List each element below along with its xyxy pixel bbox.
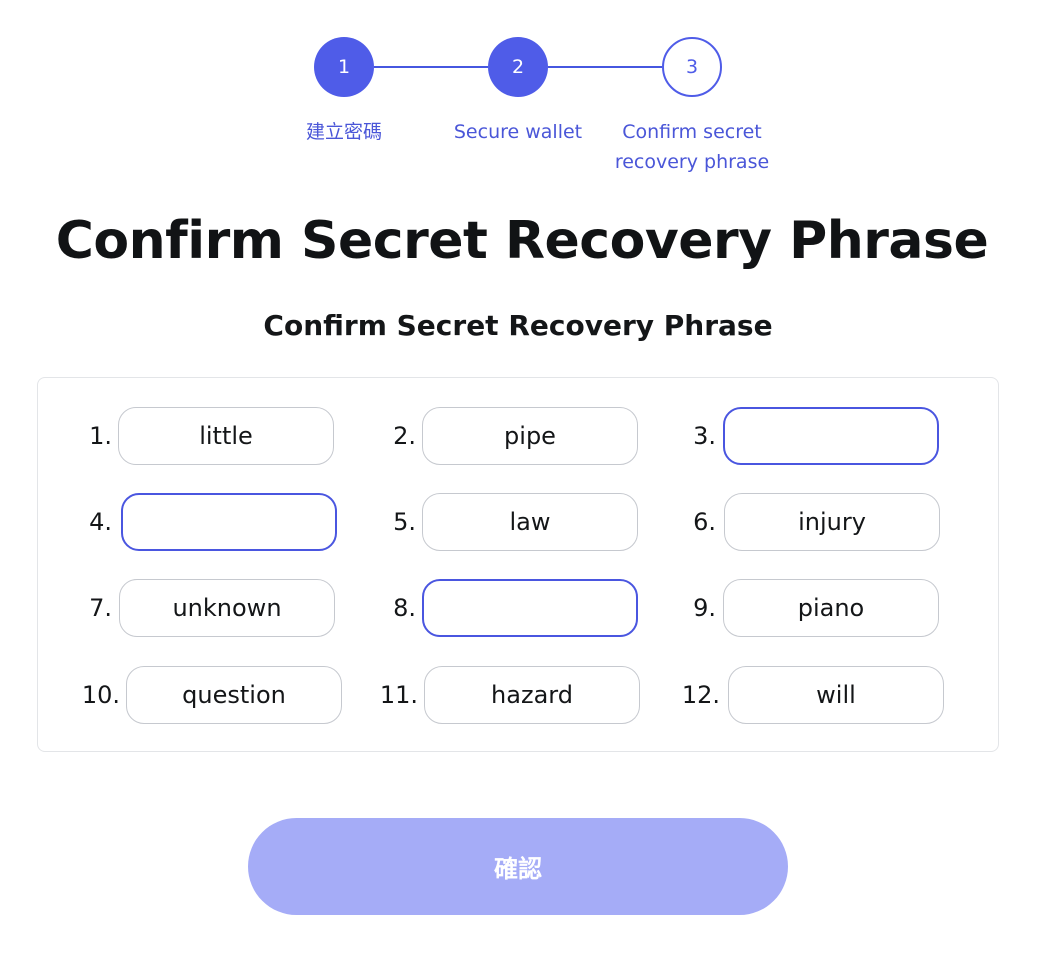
confirm-button[interactable]: 確認 (248, 818, 788, 915)
phrase-word-12: 12. will (658, 666, 978, 724)
phrase-word-5: 5. law (358, 493, 678, 551)
word-10-field: question (126, 666, 342, 724)
word-6-field: injury (724, 493, 940, 551)
phrase-word-2: 2. pipe (358, 407, 678, 465)
step-1-indicator: 1 (314, 37, 374, 97)
word-9-field: piano (723, 579, 939, 637)
step-3-indicator: 3 (662, 37, 722, 97)
recovery-phrase-grid: 1. little 2. pipe 3. 4. 5. law 6. injury… (37, 377, 999, 752)
word-1-field: little (118, 407, 334, 465)
stepper-connector-2-3 (548, 66, 662, 68)
phrase-word-10: 10. question (38, 666, 358, 724)
word-5-field: law (422, 493, 638, 551)
phrase-word-1: 1. little (38, 407, 358, 465)
word-10-index: 10. (81, 681, 120, 709)
word-12-field: will (728, 666, 944, 724)
word-4-index: 4. (89, 508, 112, 536)
word-3-input[interactable] (723, 407, 939, 465)
word-8-input[interactable] (422, 579, 638, 637)
step-1-label: 建立密碼 (305, 121, 382, 143)
phrase-word-6: 6. injury (658, 493, 978, 551)
phrase-word-3: 3. (658, 407, 978, 465)
progress-stepper: 1 2 3 建立密碼 Secure wallet Confirm secret … (0, 0, 1044, 190)
step-2-label: Secure wallet (453, 121, 583, 143)
phrase-word-9: 9. piano (658, 579, 978, 637)
phrase-word-8: 8. (358, 579, 678, 637)
step-1-number: 1 (337, 56, 351, 78)
word-7-index: 7. (89, 594, 112, 622)
phrase-word-11: 11. hazard (358, 666, 678, 724)
word-8-index: 8. (393, 594, 416, 622)
step-2-number: 2 (511, 56, 525, 78)
step-3-label: Confirm secret recovery phrase (614, 121, 770, 173)
word-2-index: 2. (393, 422, 416, 450)
phrase-word-7: 7. unknown (38, 579, 358, 637)
word-2-field: pipe (422, 407, 638, 465)
word-4-input[interactable] (121, 493, 337, 551)
page-subtitle: Confirm Secret Recovery Phrase (263, 309, 773, 342)
phrase-word-4: 4. (38, 493, 358, 551)
word-11-field: hazard (424, 666, 640, 724)
word-3-index: 3. (693, 422, 716, 450)
step-2-indicator: 2 (488, 37, 548, 97)
stepper-connector-1-2 (374, 66, 488, 68)
word-7-field: unknown (119, 579, 335, 637)
word-9-index: 9. (693, 594, 716, 622)
word-11-index: 11. (379, 681, 418, 709)
word-12-index: 12. (681, 681, 720, 709)
page-title: Confirm Secret Recovery Phrase (55, 211, 989, 271)
word-5-index: 5. (393, 508, 416, 536)
word-6-index: 6. (693, 508, 716, 536)
word-1-index: 1. (89, 422, 112, 450)
step-3-number: 3 (685, 56, 699, 78)
